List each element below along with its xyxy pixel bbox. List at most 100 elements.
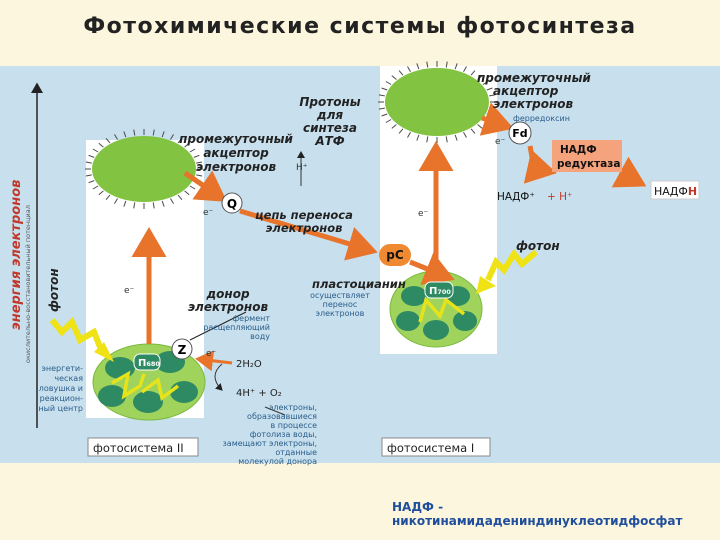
to-fd-arrow — [479, 102, 514, 136]
svg-text:ный центр: ный центр — [38, 404, 83, 413]
svg-text:электронов: электронов — [266, 221, 343, 235]
svg-text:фермент: фермент — [232, 314, 270, 323]
svg-text:осуществляет: осуществляет — [310, 291, 370, 300]
to-q-arrow — [183, 170, 228, 202]
electron-label: e⁻ — [495, 137, 506, 147]
svg-text:ловушка и: ловушка и — [39, 384, 83, 393]
svg-text:образовавшиеся: образовавшиеся — [247, 412, 317, 421]
water-to-z-arrow — [195, 350, 233, 372]
svg-text:П700: П700 — [429, 286, 451, 297]
photon-arrowhead-right — [476, 276, 496, 294]
electron-label: e⁻ — [203, 208, 214, 218]
svg-text:перенос: перенос — [323, 300, 358, 309]
water-desc: электроны, образовавшиеся в процессе фот… — [223, 403, 318, 466]
svg-text:реакцион-: реакцион- — [40, 394, 84, 403]
nadph-box: НАДФН — [650, 180, 700, 200]
svg-text:П680: П680 — [138, 358, 160, 369]
footer-note: НАДФ - никотинамидадениндинуклеотидфосфа… — [392, 500, 683, 528]
plastocyanin-label: пластоцианин — [312, 277, 406, 291]
nadp-reductase-box: НАДФ редуктаза — [552, 140, 622, 172]
plastocyanin-desc: осуществляет перенос электронов — [310, 291, 370, 318]
svg-text:электронов: электронов — [493, 97, 574, 111]
svg-text:энергети-: энергети- — [42, 364, 84, 373]
page-title: Фотохимические системы фотосинтеза — [83, 14, 637, 39]
svg-text:фотосистема II: фотосистема II — [93, 441, 184, 455]
donor-desc: фермент расщепляющий воду — [203, 314, 270, 341]
nadp-plus-label: НАДФ⁺ — [497, 191, 535, 203]
ps2-energy-zigzag-2 — [140, 376, 180, 402]
products-label: 4H⁺ + O₂ — [236, 388, 282, 399]
proton-label: H⁺ — [296, 163, 308, 173]
svg-text:Q: Q — [227, 197, 237, 211]
p700-label: П700 — [424, 281, 454, 299]
z-node: Z — [171, 338, 193, 360]
ps2-antenna-rays — [85, 129, 203, 209]
ps1-label-box: фотосистема I — [381, 437, 491, 457]
electron-label: e⁻ — [206, 349, 217, 359]
svg-text:электроны,: электроны, — [269, 403, 317, 412]
ps1-antenna-rays — [378, 61, 496, 143]
electron-label: e⁻ — [418, 209, 429, 219]
svg-text:донор: донор — [205, 287, 249, 301]
photon-arrow-right — [485, 248, 538, 282]
svg-text:НАДФ: НАДФ — [560, 144, 597, 156]
svg-text:электронов: электронов — [316, 309, 365, 318]
svg-text:АТФ: АТФ — [314, 134, 344, 148]
redox-potential-label: окислительно-восстановительный потенциал — [24, 205, 32, 363]
svg-text:цепь переноса: цепь переноса — [255, 208, 353, 222]
ps2-energy-zigzag — [111, 370, 146, 400]
water-label: 2H₂O — [236, 359, 262, 370]
svg-text:Fd: Fd — [512, 127, 527, 140]
svg-text:замещают электроны,: замещают электроны, — [223, 439, 317, 448]
energy-axis-label: энергия электронов — [9, 180, 24, 330]
acceptor1-label: промежуточный акцептор электронов — [179, 132, 293, 174]
photon-label-left: фотон — [47, 268, 61, 312]
svg-text:Протоны: Протоны — [299, 95, 360, 109]
svg-text:акцептор: акцептор — [493, 84, 559, 98]
fd-node: Fd — [508, 121, 532, 145]
electron-label: e⁻ — [124, 286, 135, 296]
photon-arrow-left — [49, 316, 105, 354]
water-desc-pointer — [264, 406, 286, 416]
svg-text:воду: воду — [250, 332, 270, 341]
svg-text:редуктаза: редуктаза — [557, 158, 620, 170]
svg-text:электронов: электронов — [188, 300, 269, 314]
photon-arrowhead-left — [94, 342, 114, 362]
q-to-pc-arrow — [239, 208, 378, 261]
ps2-label-box: фотосистема II — [87, 437, 199, 457]
ps1-antenna — [385, 68, 489, 136]
donor-pointer-line — [189, 311, 247, 341]
svg-text:ческая: ческая — [54, 374, 83, 383]
protons-label: Протоны для синтеза АТФ — [299, 95, 360, 148]
to-nadph-arrow — [611, 156, 647, 188]
donor-label: донор электронов — [188, 287, 269, 314]
reaction-center-desc: энергети- ческая ловушка и реакцион- ный… — [38, 364, 83, 413]
svg-text:молекулой донора: молекулой донора — [238, 457, 317, 466]
svg-text:промежуточный: промежуточный — [477, 71, 591, 85]
p680-label: П680 — [133, 353, 161, 371]
svg-text:НАДФН: НАДФН — [654, 185, 697, 198]
acceptor2-label: промежуточный акцептор электронов — [477, 71, 591, 111]
ps1-energy-zigzag — [418, 296, 466, 323]
h-plus-label: + H⁺ — [547, 191, 573, 203]
svg-text:фотосистема I: фотосистема I — [387, 441, 474, 455]
svg-text:pC: pC — [386, 248, 404, 262]
pc-node: pC — [379, 244, 411, 266]
ps2-antenna — [92, 136, 196, 202]
pc-to-p700-arrow — [409, 252, 455, 285]
svg-text:отданные: отданные — [275, 448, 317, 457]
transport-chain-label: цепь переноса электронов — [255, 208, 353, 235]
ferredoxin-label: ферредоксин — [513, 114, 570, 123]
svg-text:промежуточный: промежуточный — [179, 132, 293, 146]
svg-text:фотолиза воды,: фотолиза воды, — [250, 430, 317, 439]
svg-text:акцептор: акцептор — [203, 146, 269, 160]
svg-text:для: для — [316, 108, 343, 122]
svg-text:электронов: электронов — [196, 160, 277, 174]
svg-text:Z: Z — [178, 343, 187, 357]
svg-text:синтеза: синтеза — [303, 121, 357, 135]
photon-label-right: фотон — [516, 239, 560, 253]
q-node: Q — [221, 192, 243, 214]
water-splitting-arrow — [214, 363, 223, 391]
fd-to-reductase-arrow — [523, 145, 557, 184]
